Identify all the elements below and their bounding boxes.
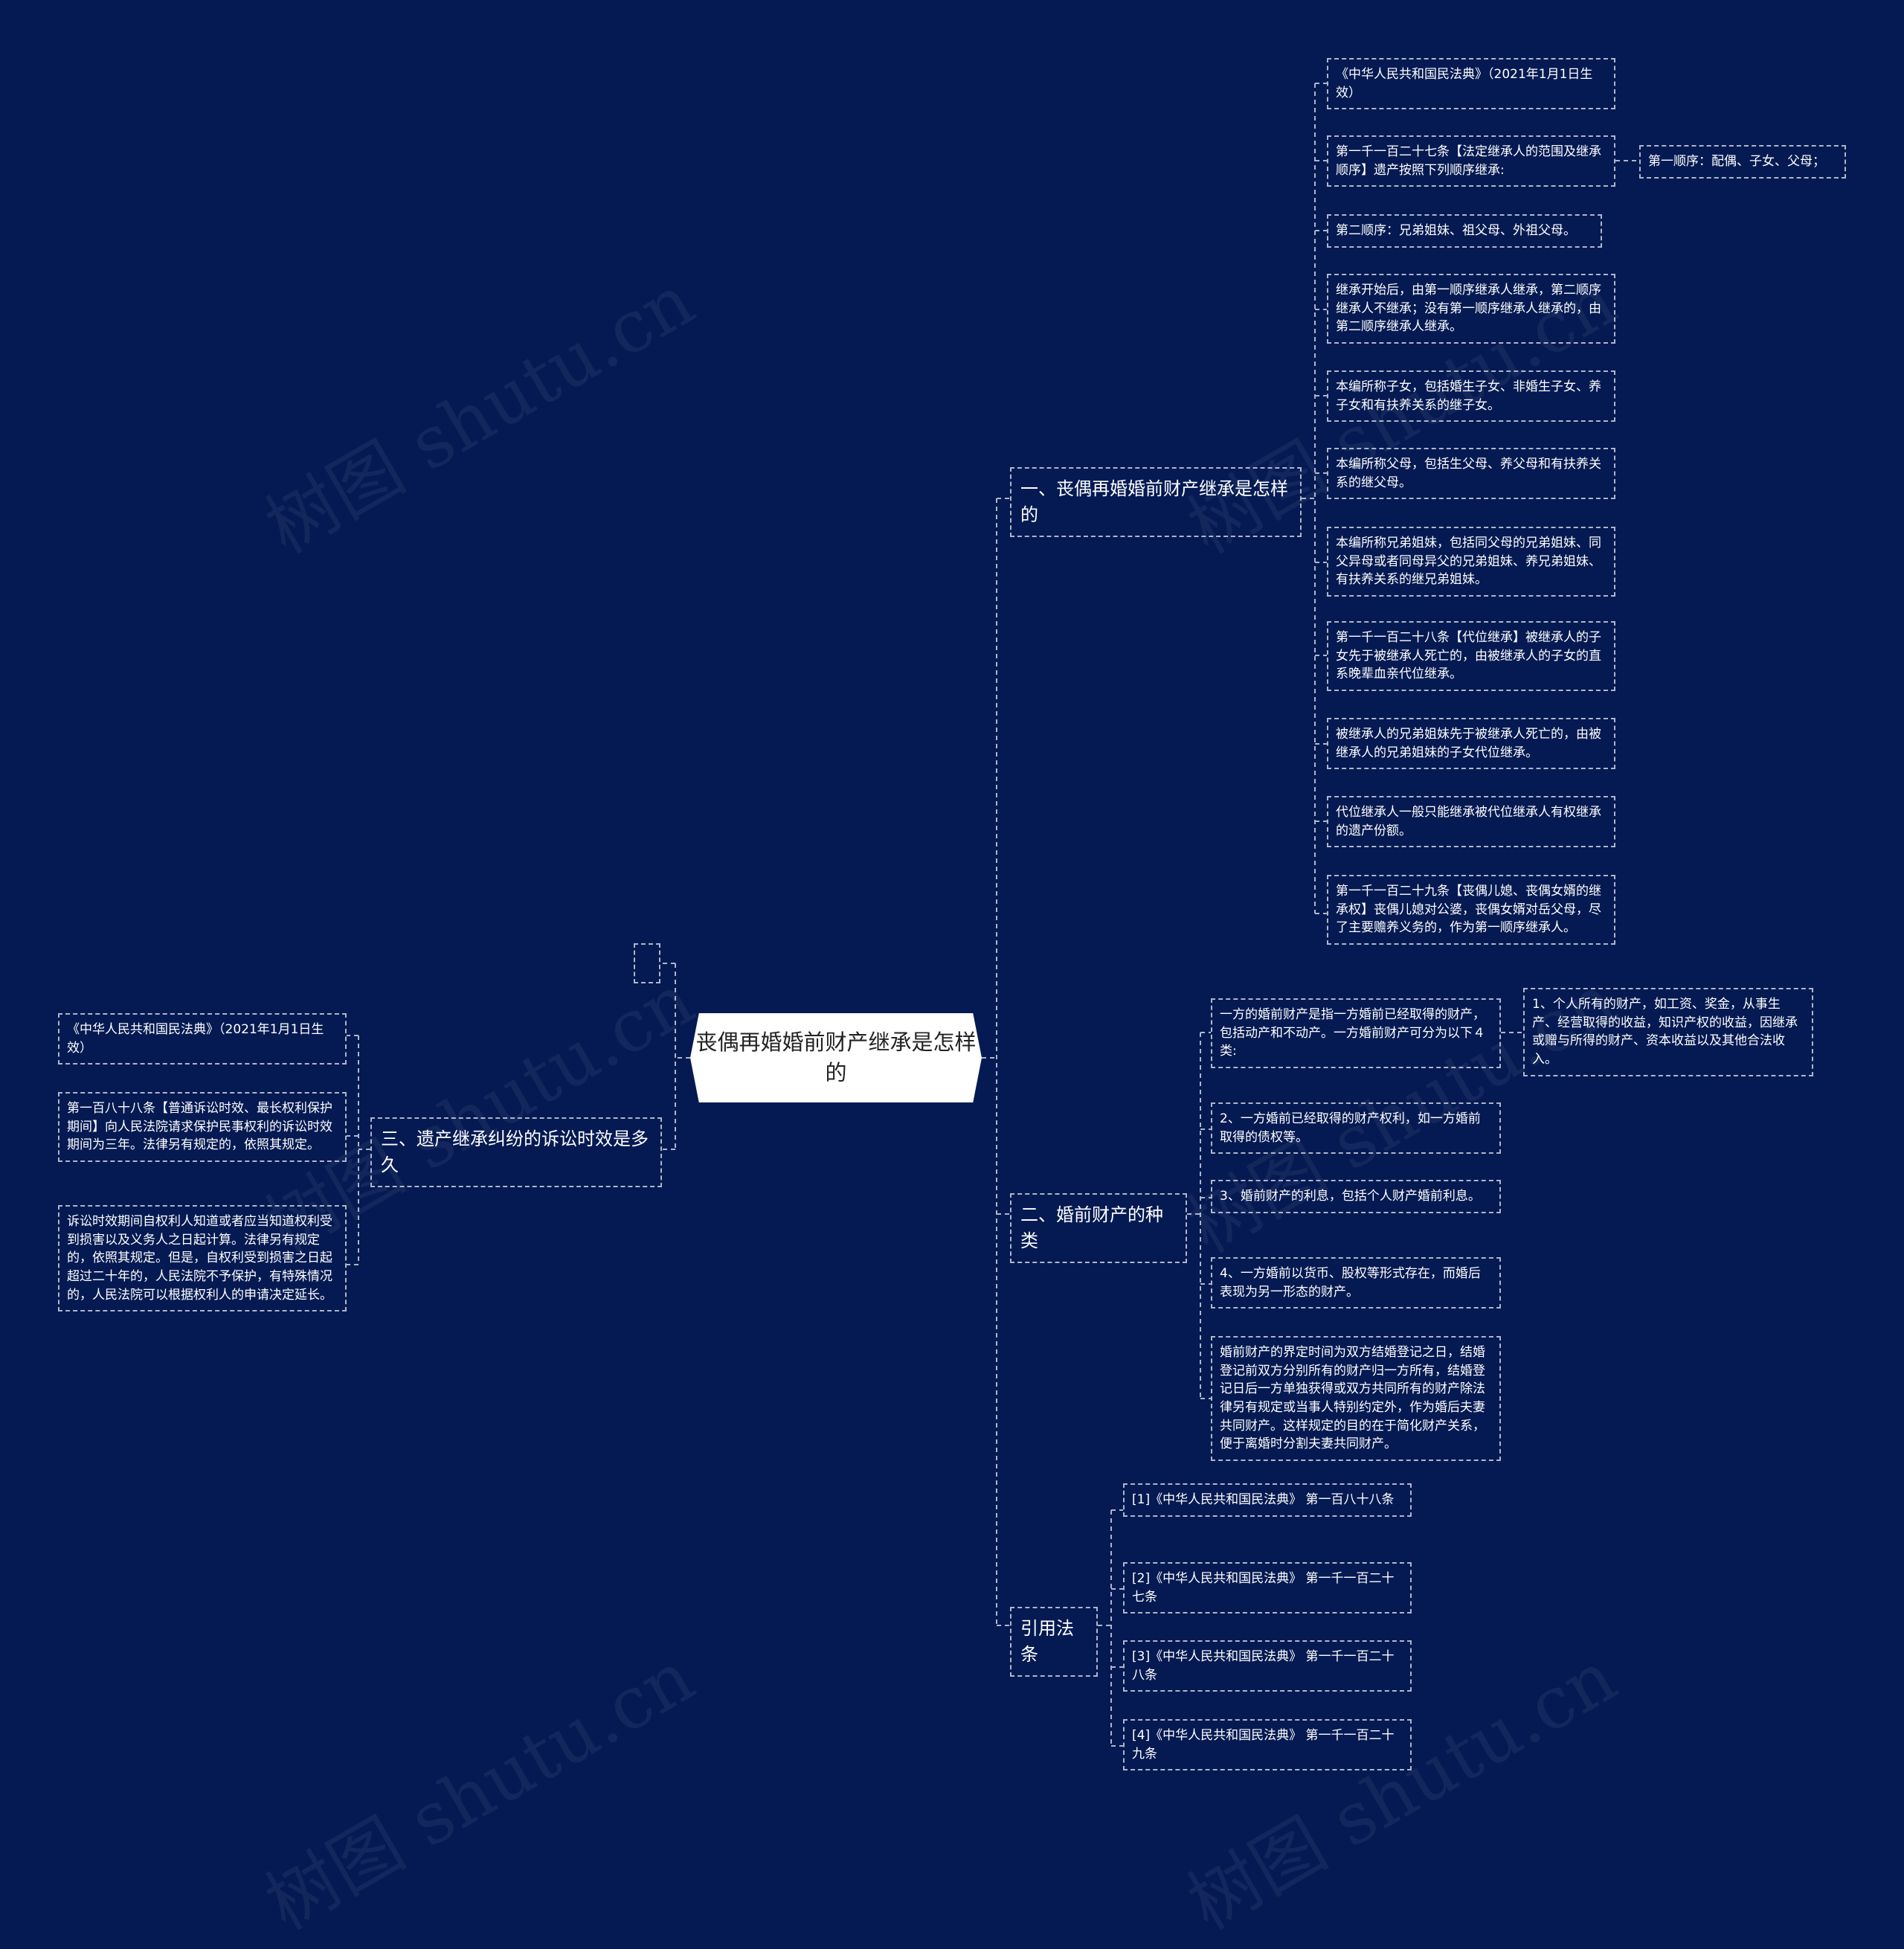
branch-two-item[interactable]: 2、一方婚前已经取得的财产权利，如一方婚前取得的债权等。 (1211, 1102, 1501, 1155)
branch-two-subitem[interactable]: 1、个人所有的财产，如工资、奖金，从事生产、经营取得的收益，知识产权的收益，因继… (1523, 988, 1813, 1076)
empty-node[interactable] (634, 943, 660, 983)
branch-three-item[interactable]: 诉讼时效期间自权利人知道或者应当知道权利受到损害以及义务人之日起计算。法律另有规… (58, 1205, 347, 1312)
cite-item[interactable]: [1]《中华人民共和国民法典》 第一百八十八条 (1123, 1483, 1412, 1517)
branch-two-item[interactable]: 婚前财产的界定时间为双方结婚登记之日，结婚登记前双方分别所有的财产归一方所有，结… (1211, 1336, 1501, 1461)
branch-one-item[interactable]: 第一千一百二十七条【法定继承人的范围及继承顺序】遗产按照下列顺序继承: (1327, 135, 1615, 187)
branch-one-item[interactable]: 本编所称子女，包括婚生子女、非婚生子女、养子女和有扶养关系的继子女。 (1327, 370, 1615, 423)
branch-one-item[interactable]: 本编所称兄弟姐妹，包括同父母的兄弟姐妹、同父异母或者同母异父的兄弟姐妹、养兄弟姐… (1327, 527, 1615, 597)
branch-one-item[interactable]: 继承开始后，由第一顺序继承人继承，第二顺序继承人不继承；没有第一顺序继承人继承的… (1327, 274, 1615, 344)
root-topic[interactable]: 丧偶再婚婚前财产继承是怎样的 (690, 1013, 982, 1102)
branch-three-title[interactable]: 三、遗产继承纠纷的诉讼时效是多久 (370, 1117, 662, 1187)
branch-cite-title[interactable]: 引用法条 (1010, 1607, 1098, 1677)
cite-item[interactable]: [2]《中华人民共和国民法典》 第一千一百二十七条 (1123, 1562, 1412, 1614)
branch-one-item[interactable]: 《中华人民共和国民法典》（2021年1月1日生效） (1327, 58, 1615, 110)
branch-one-item[interactable]: 本编所称父母，包括生父母、养父母和有扶养关系的继父母。 (1327, 448, 1615, 500)
branch-one-subitem[interactable]: 第一顺序：配偶、子女、父母； (1639, 145, 1846, 179)
branch-one-item[interactable]: 第一千一百二十八条【代位继承】被继承人的子女先于被继承人死亡的，由被继承人的子女… (1327, 621, 1615, 691)
branch-one-item[interactable]: 被继承人的兄弟姐妹先于被继承人死亡的，由被继承人的兄弟姐妹的子女代位继承。 (1327, 718, 1615, 770)
branch-one-item[interactable]: 代位继承人一般只能继承被代位继承人有权继承的遗产份额。 (1327, 796, 1615, 848)
branch-three-item[interactable]: 《中华人民共和国民法典》（2021年1月1日生效） (58, 1013, 347, 1065)
cite-item[interactable]: [3]《中华人民共和国民法典》 第一千一百二十八条 (1123, 1640, 1412, 1692)
branch-two-item[interactable]: 一方的婚前财产是指一方婚前已经取得的财产，包括动产和不动产。一方婚前财产可分为以… (1211, 998, 1501, 1068)
branch-two-item[interactable]: 4、一方婚前以货币、股权等形式存在，而婚后表现为另一形态的财产。 (1211, 1257, 1501, 1309)
cite-item[interactable]: [4]《中华人民共和国民法典》 第一千一百二十九条 (1123, 1719, 1412, 1771)
branch-two-item[interactable]: 3、婚前财产的利息，包括个人财产婚前利息。 (1211, 1180, 1501, 1213)
branch-one-item[interactable]: 第二顺序：兄弟姐妹、祖父母、外祖父母。 (1327, 214, 1602, 248)
branch-one-item[interactable]: 第一千一百二十九条【丧偶儿媳、丧偶女婿的继承权】丧偶儿媳对公婆，丧偶女婿对岳父母… (1327, 875, 1615, 945)
branch-two-title[interactable]: 二、婚前财产的种类 (1010, 1193, 1187, 1263)
branch-one-title[interactable]: 一、丧偶再婚婚前财产继承是怎样的 (1010, 467, 1302, 537)
mind-map-canvas: 树图 shutu.cn 树图 shutu.cn 树图 shutu.cn 树图 s… (58, 58, 1846, 1946)
branch-three-item[interactable]: 第一百八十八条【普通诉讼时效、最长权利保护期间】向人民法院请求保护民事权利的诉讼… (58, 1092, 347, 1162)
connector-lines (347, 83, 1639, 1747)
